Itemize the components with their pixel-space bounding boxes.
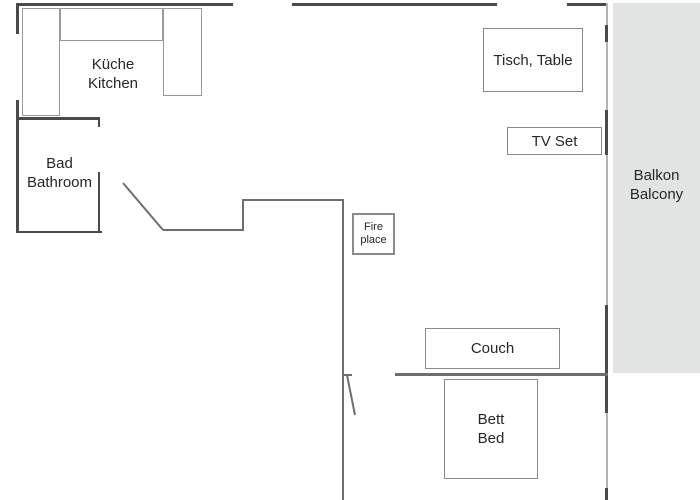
wall-right-segment-3 <box>605 305 608 413</box>
tv-box: TV Set <box>507 127 602 155</box>
wall-right-segment-4 <box>605 488 608 500</box>
kitchen-counter-right <box>163 8 202 96</box>
step-wall-vertical <box>242 200 244 231</box>
hallway-wall <box>163 229 244 231</box>
kitchen-label-en: Kitchen <box>87 75 139 92</box>
couch-box: Couch <box>425 328 560 369</box>
couch-label: Couch <box>470 340 515 357</box>
bedroom-wall-horizontal <box>395 373 608 376</box>
kitchen-label-de: Küche <box>91 56 135 73</box>
fireplace-label-line2: place <box>360 234 387 246</box>
table-label: Tisch, Table <box>493 51 573 69</box>
bed-label: Bett Bed <box>478 410 505 448</box>
bedroom-door-jamb <box>342 374 352 376</box>
bathroom-label-de: Bad <box>46 155 73 172</box>
bathroom-door-jamb <box>97 117 100 127</box>
wall-top-segment-1 <box>16 3 233 6</box>
balcony-label: Balkon Balcony <box>613 166 700 204</box>
bed-label-en: Bed <box>477 430 505 447</box>
bedroom-door-leaf <box>346 374 356 416</box>
kitchen-counter-left <box>22 8 60 116</box>
wall-top-segment-2 <box>292 3 497 6</box>
fireplace-label-line1: Fire <box>364 221 383 233</box>
bathroom-label-en: Bathroom <box>26 174 93 191</box>
bathroom-wall-top <box>16 117 100 120</box>
fireplace-box: Fire place <box>352 213 395 255</box>
bed-box: Bett Bed <box>444 379 538 479</box>
kitchen-counter-top <box>60 8 163 41</box>
bed-label-de: Bett <box>477 411 505 428</box>
table-box: Tisch, Table <box>483 28 583 92</box>
wall-left-segment-2 <box>16 100 19 233</box>
wall-right-baseline <box>606 3 608 500</box>
wall-right-segment-2 <box>605 110 608 155</box>
balcony-label-de: Balkon <box>633 167 680 184</box>
balcony-label-en: Balcony <box>629 186 684 203</box>
kitchen-label: Küche Kitchen <box>58 55 168 93</box>
bathroom-wall-bottom <box>16 230 102 233</box>
living-bedroom-wall-vertical <box>342 199 344 500</box>
bathroom-wall-right <box>97 172 100 233</box>
balcony-area <box>613 3 700 373</box>
bathroom-door-leaf <box>122 182 164 231</box>
wall-left-segment-1 <box>16 3 19 34</box>
wall-right-segment-1 <box>605 25 608 42</box>
step-wall-horizontal <box>242 199 344 201</box>
wall-top-segment-3 <box>567 3 608 6</box>
bathroom-label: Bad Bathroom <box>12 154 107 192</box>
tv-label: TV Set <box>531 132 578 150</box>
fireplace-label: Fire place <box>360 221 386 247</box>
